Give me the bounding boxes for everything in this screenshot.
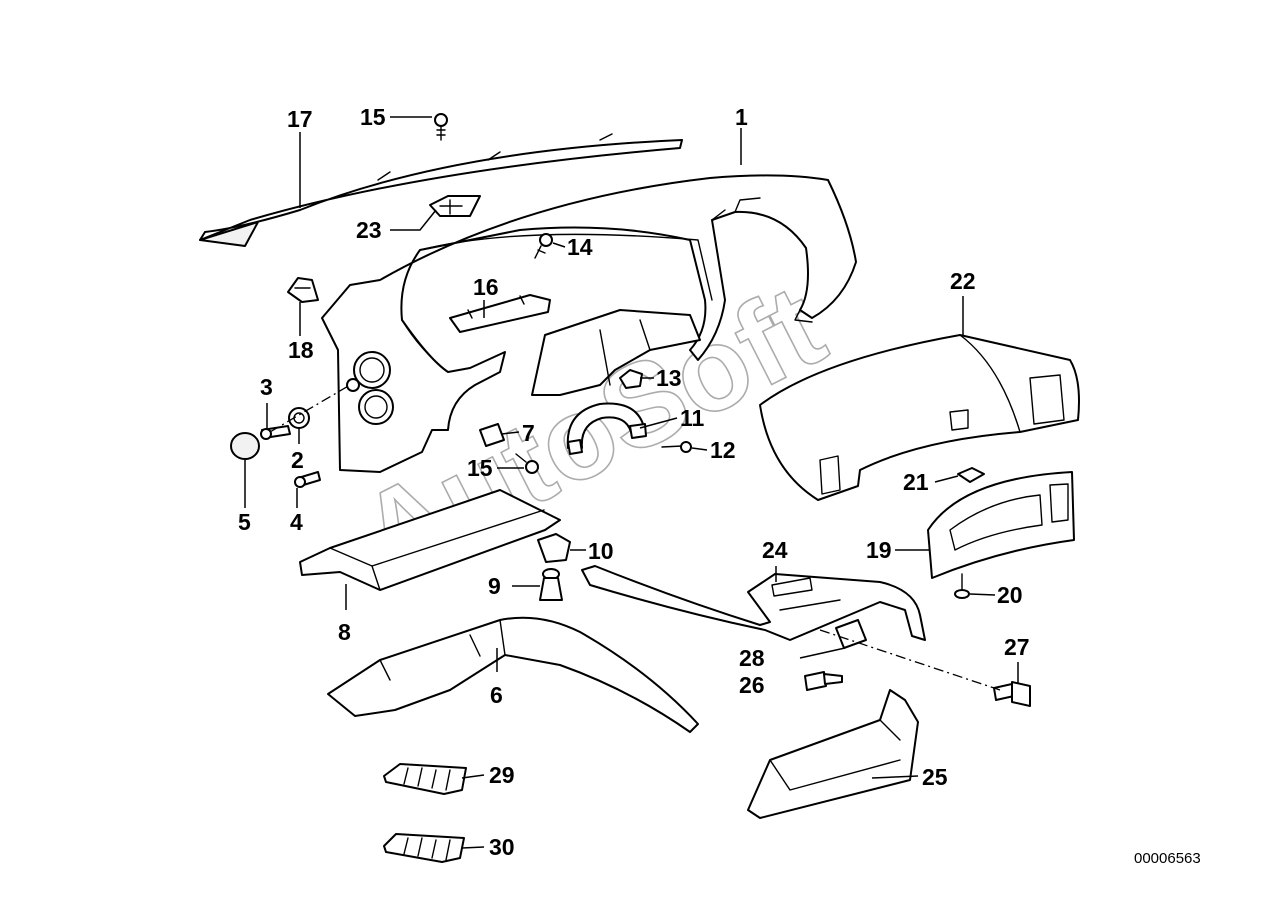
part-18-clip	[287, 277, 319, 303]
part-15-screw-top	[434, 113, 448, 141]
part-17-trim-strip	[199, 133, 683, 247]
part-27-bolt	[993, 681, 1031, 707]
callout-25: 25	[922, 764, 948, 790]
callout-28: 28	[739, 645, 765, 671]
callout-2: 2	[291, 447, 304, 473]
part-9-push-pin	[539, 568, 563, 601]
callout-10: 10	[588, 538, 614, 564]
callout-13: 13	[656, 365, 682, 391]
part-25-lower-cover	[747, 689, 919, 819]
part-6-knee-bolster	[327, 616, 699, 733]
axis-line-right	[819, 629, 1001, 691]
part-28-bracket	[835, 619, 867, 649]
callout-6: 6	[490, 682, 503, 708]
part-4-screw	[294, 471, 321, 488]
callout-5: 5	[238, 509, 251, 535]
callout-15-top: 15	[360, 104, 386, 130]
part-1-dashboard-carrier	[321, 174, 857, 473]
part-20-screw	[954, 573, 970, 599]
part-22-glove-box	[759, 334, 1080, 501]
callout-21: 21	[903, 469, 929, 495]
callout-labels: 1 2 3 4 5 6 7 8 9 10 11 12 13 14 15 15 1…	[238, 104, 1030, 860]
callout-12: 12	[710, 437, 736, 463]
part-7-clip	[479, 423, 505, 447]
axis-line-left	[269, 384, 351, 433]
part-23-bracket	[429, 195, 481, 217]
callout-7: 7	[522, 420, 535, 446]
callout-24: 24	[762, 537, 788, 563]
callout-20: 20	[997, 582, 1023, 608]
leader-lines	[244, 116, 1019, 849]
callout-8: 8	[338, 619, 351, 645]
part-5-cap	[230, 432, 260, 460]
part-19-vent-bezel	[927, 471, 1075, 579]
callout-30: 30	[489, 834, 515, 860]
callout-9: 9	[488, 573, 501, 599]
gauge-holes	[346, 351, 394, 425]
part-16-cover-strip	[449, 294, 551, 333]
part-30-vent-grille	[383, 833, 465, 863]
callout-19: 19	[866, 537, 892, 563]
callout-29: 29	[489, 762, 515, 788]
part-21-clip	[957, 467, 985, 483]
callout-17: 17	[287, 106, 313, 132]
part-8-lower-panel	[299, 489, 561, 591]
callout-3: 3	[260, 374, 273, 400]
part-13-clip	[619, 369, 643, 389]
callout-18: 18	[288, 337, 314, 363]
callout-22: 22	[950, 268, 976, 294]
part-14-screw	[534, 233, 553, 259]
callout-16: 16	[473, 274, 499, 300]
part-26-bolt	[804, 671, 843, 691]
callout-11: 11	[680, 405, 705, 431]
part-29-vent-grille	[383, 763, 467, 795]
reference-number: 00006563	[1134, 850, 1201, 867]
callout-14: 14	[567, 234, 593, 260]
callout-4: 4	[290, 509, 303, 535]
callout-23: 23	[356, 217, 382, 243]
part-11-clamp	[566, 402, 647, 455]
steering-shroud-panel	[531, 309, 701, 396]
callout-27: 27	[1004, 634, 1030, 660]
part-12-screw	[661, 441, 692, 453]
part-10-clip	[537, 533, 571, 563]
part-24-support-bracket	[581, 565, 926, 641]
callout-1: 1	[735, 104, 748, 130]
part-3-screw	[260, 425, 291, 440]
callout-15-mid: 15	[467, 455, 493, 481]
callout-26: 26	[739, 672, 765, 698]
part-15-screw-mid	[515, 453, 539, 474]
